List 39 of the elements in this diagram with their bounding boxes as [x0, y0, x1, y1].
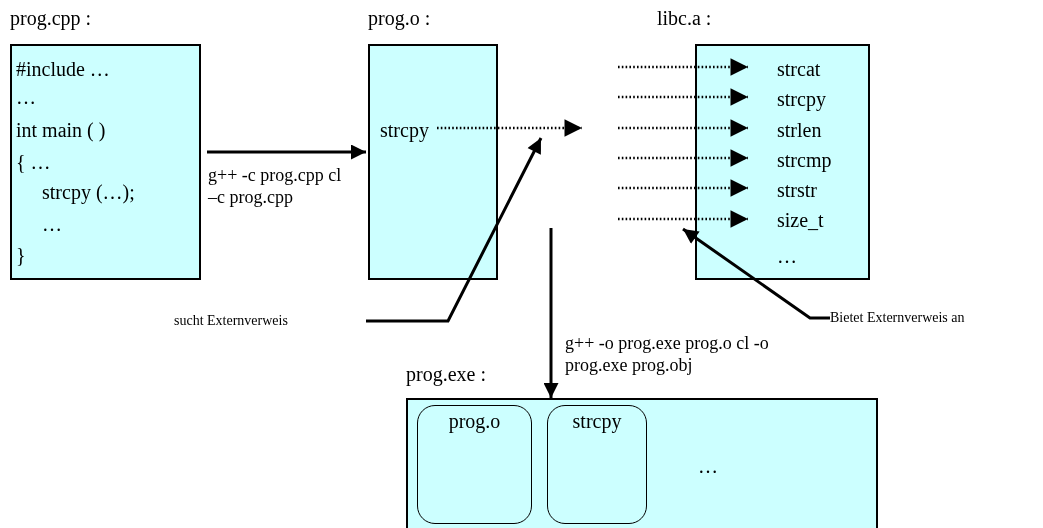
- module-box: [547, 405, 647, 524]
- dotted-arrow: [618, 149, 748, 167]
- arrow: [207, 144, 366, 160]
- code-line: strcpy: [777, 87, 826, 111]
- code-line: …: [16, 85, 36, 109]
- edge-label: g++ -o prog.exe prog.o cl -o prog.exe prog.obj: [565, 332, 770, 376]
- edge-label: g++ -c prog.cpp cl –c prog.cpp: [208, 164, 343, 208]
- code-line: int main ( ): [16, 118, 106, 142]
- leader-line: [682, 227, 830, 320]
- code-line: strcpy: [380, 118, 429, 142]
- code-line: strcmp: [777, 148, 832, 172]
- code-line: strcpy (…);: [42, 180, 135, 204]
- file-heading: prog.exe :: [406, 362, 486, 386]
- module-box: [417, 405, 532, 524]
- file-heading: libc.a :: [657, 6, 712, 30]
- code-line: prog.o: [447, 409, 502, 433]
- code-line: size_t: [777, 208, 824, 232]
- note-text: sucht Externverweis: [174, 312, 288, 330]
- dotted-arrow: [618, 58, 748, 76]
- dotted-arrow: [618, 119, 748, 137]
- code-line: …: [777, 244, 797, 268]
- code-line: { …: [16, 150, 51, 174]
- code-line: …: [698, 454, 718, 478]
- code-line: strcpy: [571, 409, 623, 433]
- file-heading: prog.o :: [368, 6, 431, 30]
- leader-line: [366, 137, 543, 323]
- dotted-arrow: [437, 119, 582, 137]
- code-line: strstr: [777, 178, 817, 202]
- note-text: Bietet Externverweis an: [830, 309, 965, 327]
- code-line: }: [16, 243, 26, 267]
- code-line: …: [42, 212, 62, 236]
- dotted-arrow: [618, 179, 748, 197]
- arrow: [543, 228, 559, 398]
- dotted-arrow: [618, 210, 748, 228]
- code-line: #include …: [16, 57, 110, 81]
- code-line: strlen: [777, 118, 822, 142]
- dotted-arrow: [618, 88, 748, 106]
- file-heading: prog.cpp :: [10, 6, 92, 30]
- code-line: strcat: [777, 57, 821, 81]
